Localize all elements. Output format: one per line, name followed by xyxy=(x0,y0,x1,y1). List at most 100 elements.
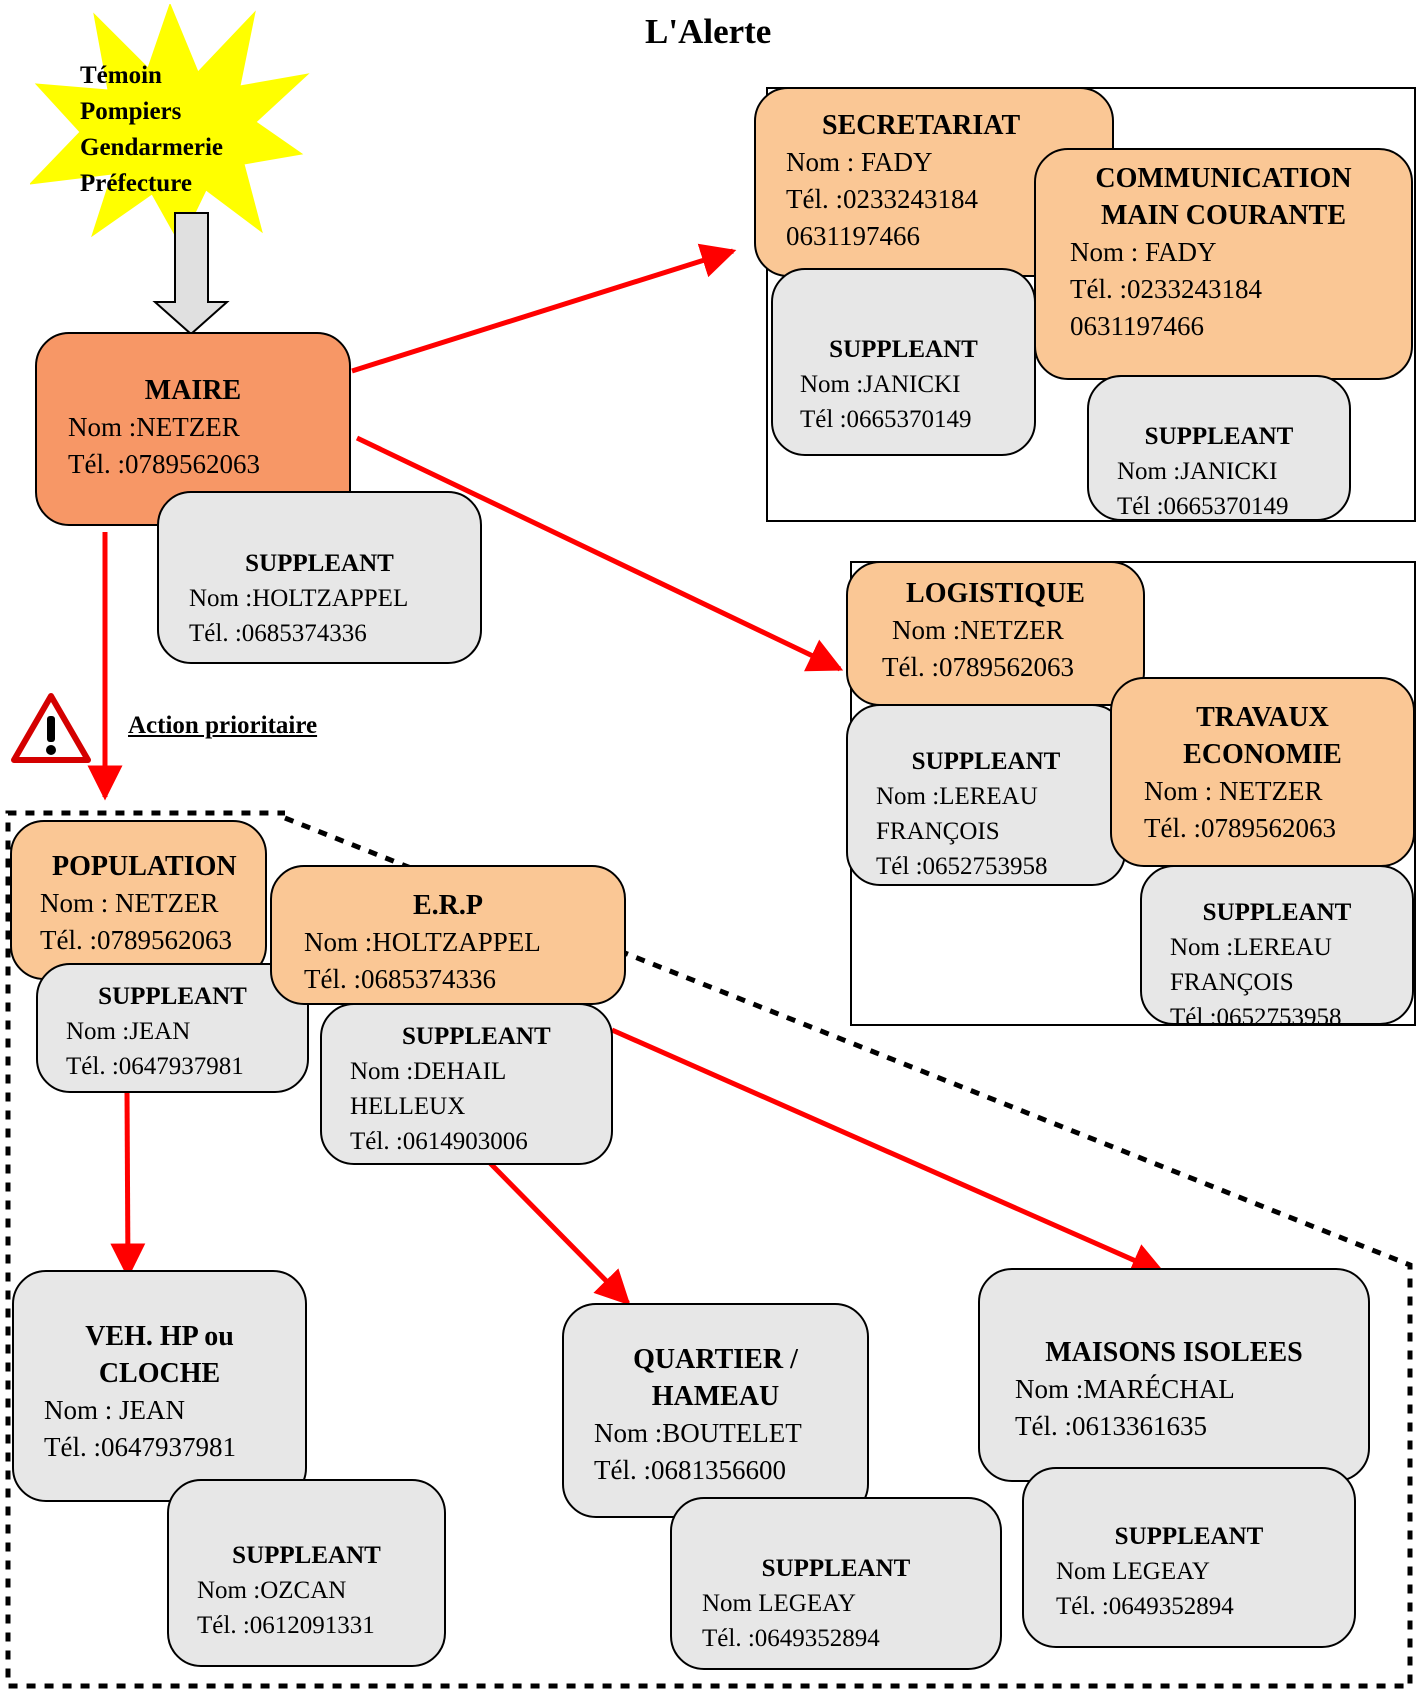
population-suppleant-title: SUPPLEANT xyxy=(98,983,247,1010)
erp-box: E.R.P Nom :HOLTZAPPEL Tél. :0685374336 xyxy=(270,865,626,1005)
dashed-zone-border xyxy=(5,810,1413,1689)
communication-box: COMMUNICATION MAIN COURANTE Nom : FADY T… xyxy=(1034,148,1413,380)
travaux-suppleant-tel: Tél :0652753958 xyxy=(1170,1004,1342,1031)
maire-title: MAIRE xyxy=(144,375,242,406)
travaux-title-2: ECONOMIE xyxy=(1183,739,1342,770)
logistique-suppleant-tel: Tél :0652753958 xyxy=(876,853,1048,880)
population-suppleant-box: SUPPLEANT Nom :JEAN Tél. :0647937981 xyxy=(36,963,309,1093)
secretariat-suppleant-box: SUPPLEANT Nom :JANICKI Tél :0665370149 xyxy=(771,268,1036,456)
maisons-suppleant-nom: Nom LEGEAY xyxy=(1056,1558,1210,1585)
travaux-nom: Nom : NETZER xyxy=(1144,776,1323,806)
alert-burst xyxy=(30,4,310,244)
logistique-suppleant-box: SUPPLEANT Nom :LEREAU FRANÇOIS Tél :0652… xyxy=(846,704,1126,886)
logistique-nom: Nom :NETZER xyxy=(892,615,1064,645)
erp-nom: Nom :HOLTZAPPEL xyxy=(304,927,541,957)
arrow-maire-logistique xyxy=(355,435,844,672)
warning-icon xyxy=(11,693,91,763)
arrow-population-veh xyxy=(110,1091,146,1279)
communication-tel: Tél. :0233243184 xyxy=(1070,274,1262,304)
secretariat-suppleant-title: SUPPLEANT xyxy=(829,336,978,363)
erp-tel: Tél. :0685374336 xyxy=(304,964,496,994)
communication-nom: Nom : FADY xyxy=(1070,237,1217,267)
veh-box: VEH. HP ou CLOCHE Nom : JEAN Tél. :06479… xyxy=(12,1270,307,1502)
travaux-suppleant-box: SUPPLEANT Nom :LEREAU FRANÇOIS Tél :0652… xyxy=(1140,865,1414,1031)
secretariat-tel2: 0631197466 xyxy=(786,221,920,251)
quartier-title-1: QUARTIER / xyxy=(633,1344,798,1375)
secretariat-nom: Nom : FADY xyxy=(786,147,933,177)
veh-tel: Tél. :0647937981 xyxy=(44,1432,236,1462)
secretariat-tel: Tél. :0233243184 xyxy=(786,184,978,214)
secretariat-title: SECRETARIAT xyxy=(822,110,1021,141)
page-title: L'Alerte xyxy=(645,12,772,51)
maisons-tel: Tél. :0613361635 xyxy=(1015,1411,1207,1441)
communication-suppleant-title: SUPPLEANT xyxy=(1144,423,1294,450)
arrow-maire-secretariat xyxy=(351,243,737,374)
veh-suppleant-tel: Tél. :0612091331 xyxy=(197,1612,375,1639)
veh-suppleant-nom: Nom :OZCAN xyxy=(197,1577,347,1604)
maire-tel: Tél. :0789562063 xyxy=(68,449,260,479)
veh-suppleant-title: SUPPLEANT xyxy=(232,1542,381,1569)
veh-nom: Nom : JEAN xyxy=(44,1395,185,1425)
communication-suppleant-box: SUPPLEANT Nom :JANICKI Tél :0665370149 xyxy=(1087,375,1351,521)
quartier-suppleant-box: SUPPLEANT Nom LEGEAY Tél. :0649352894 xyxy=(670,1497,1002,1670)
erp-suppleant-box: SUPPLEANT Nom :DEHAIL HELLEUX Tél. :0614… xyxy=(320,1003,613,1165)
travaux-tel: Tél. :0789562063 xyxy=(1144,813,1336,843)
travaux-box: TRAVAUX ECONOMIE Nom : NETZER Tél. :0789… xyxy=(1110,677,1415,867)
population-suppleant-tel: Tél. :0647937981 xyxy=(66,1053,244,1080)
logistique-suppleant-nom2: FRANÇOIS xyxy=(876,818,1000,845)
quartier-suppleant-nom: Nom LEGEAY xyxy=(702,1590,856,1617)
erp-suppleant-nom2: HELLEUX xyxy=(350,1093,466,1120)
communication-suppleant-tel: Tél :0665370149 xyxy=(1117,493,1289,520)
arrow-erp-maisons xyxy=(610,1027,1167,1277)
action-prioritaire-label: Action prioritaire xyxy=(128,712,318,739)
maire-nom: Nom :NETZER xyxy=(68,412,240,442)
source-prefecture: Préfecture xyxy=(80,170,192,197)
logistique-suppleant-nom: Nom :LEREAU xyxy=(876,783,1038,810)
logistique-title: LOGISTIQUE xyxy=(906,578,1085,609)
communication-suppleant-nom: Nom :JANICKI xyxy=(1117,458,1278,485)
maisons-title: MAISONS ISOLEES xyxy=(1045,1337,1303,1368)
veh-title-1: VEH. HP ou xyxy=(85,1321,234,1352)
maire-suppleant-tel: Tél. :0685374336 xyxy=(189,620,367,647)
logistique-tel: Tél. :0789562063 xyxy=(882,652,1074,682)
veh-suppleant-box: SUPPLEANT Nom :OZCAN Tél. :0612091331 xyxy=(167,1479,446,1667)
population-title: POPULATION xyxy=(52,851,237,882)
veh-title-2: CLOCHE xyxy=(98,1358,221,1389)
quartier-nom: Nom :BOUTELET xyxy=(594,1418,802,1448)
maisons-nom: Nom :MARÉCHAL xyxy=(1015,1374,1235,1404)
maisons-suppleant-title: SUPPLEANT xyxy=(1114,1523,1264,1550)
travaux-suppleant-nom2: FRANÇOIS xyxy=(1170,969,1294,996)
alert-sources: Témoin Pompiers Gendarmerie Préfecture xyxy=(80,58,223,202)
population-suppleant-nom: Nom :JEAN xyxy=(66,1018,191,1045)
quartier-tel: Tél. :0681356600 xyxy=(594,1455,786,1485)
grey-down-arrow xyxy=(152,212,230,336)
secretariat-suppleant-tel: Tél :0665370149 xyxy=(800,406,972,433)
source-pompiers: Pompiers xyxy=(80,98,182,125)
travaux-suppleant-title: SUPPLEANT xyxy=(1202,899,1352,926)
maisons-box: MAISONS ISOLEES Nom :MARÉCHAL Tél. :0613… xyxy=(978,1268,1370,1482)
source-gendarmerie: Gendarmerie xyxy=(80,134,224,161)
quartier-title-2: HAMEAU xyxy=(651,1381,780,1412)
maisons-suppleant-tel: Tél. :0649352894 xyxy=(1056,1593,1234,1620)
erp-suppleant-nom: Nom :DEHAIL xyxy=(350,1058,507,1085)
quartier-suppleant-tel: Tél. :0649352894 xyxy=(702,1625,880,1652)
communication-tel2: 0631197466 xyxy=(1070,311,1204,341)
travaux-suppleant-nom: Nom :LEREAU xyxy=(1170,934,1332,961)
secretariat-suppleant-nom: Nom :JANICKI xyxy=(800,371,961,398)
erp-suppleant-tel: Tél. :0614903006 xyxy=(350,1128,528,1155)
maire-suppleant-title: SUPPLEANT xyxy=(245,550,394,577)
erp-title: E.R.P xyxy=(413,890,483,921)
source-temoin: Témoin xyxy=(80,62,162,89)
logistique-box: LOGISTIQUE Nom :NETZER Tél. :0789562063 xyxy=(846,561,1145,706)
maisons-suppleant-box: SUPPLEANT Nom LEGEAY Tél. :0649352894 xyxy=(1022,1467,1356,1648)
communication-title-2: MAIN COURANTE xyxy=(1101,200,1346,231)
maire-suppleant-nom: Nom :HOLTZAPPEL xyxy=(189,585,409,612)
population-box: POPULATION Nom : NETZER Tél. :0789562063 xyxy=(10,820,267,980)
arrow-erp-quartier xyxy=(488,1161,631,1306)
communication-title-1: COMMUNICATION xyxy=(1095,163,1352,194)
population-tel: Tél. :0789562063 xyxy=(40,925,232,955)
erp-suppleant-title: SUPPLEANT xyxy=(402,1023,551,1050)
maire-suppleant-box: SUPPLEANT Nom :HOLTZAPPEL Tél. :06853743… xyxy=(157,491,482,664)
logistique-suppleant-title: SUPPLEANT xyxy=(911,748,1061,775)
